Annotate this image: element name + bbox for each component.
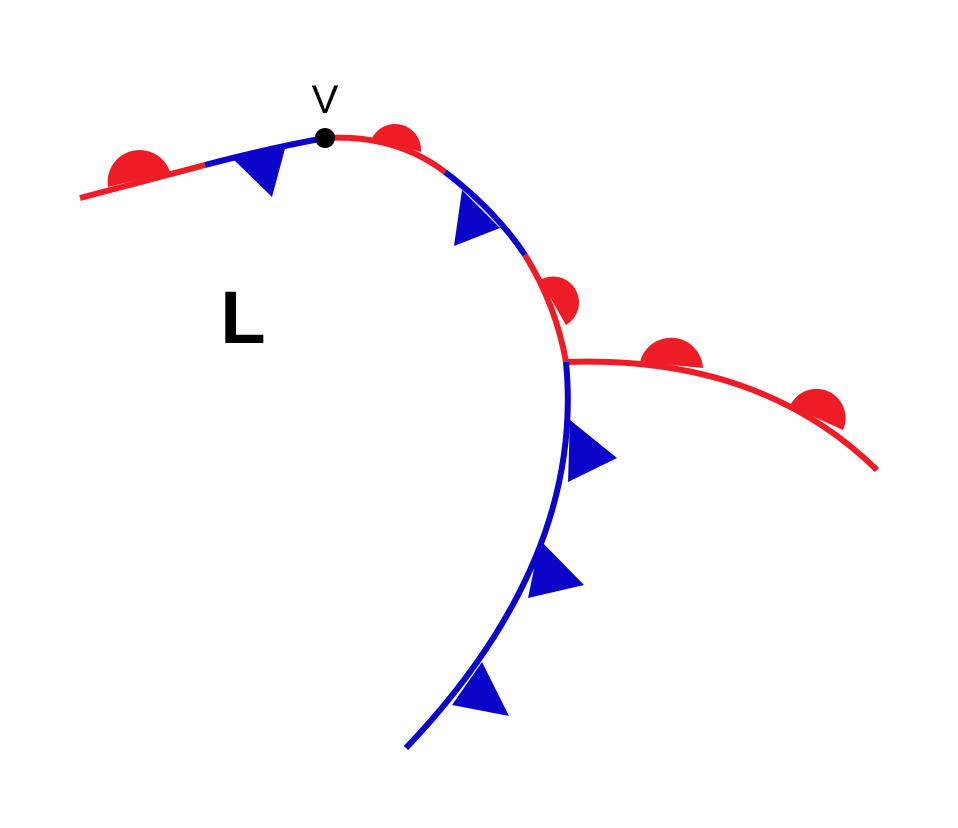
warm-front-segment (522, 253, 569, 363)
warm-front-semicircle (640, 337, 703, 368)
warm-front-semicircle (540, 276, 579, 325)
warm-front-semicircle (790, 388, 846, 430)
cold-front-segment (443, 169, 528, 257)
warm-front-semicircle (107, 150, 170, 187)
cold-front-triangle (528, 540, 584, 598)
warm-front (565, 337, 880, 473)
cold-front-triangle (452, 662, 509, 716)
cold-front (403, 361, 617, 751)
warm-front-semicircle (372, 123, 422, 152)
low-pressure-label: L (220, 276, 265, 359)
cold-front-triangle (454, 190, 500, 246)
cold-front-triangle (568, 420, 617, 482)
occluded-front (79, 123, 579, 363)
warm-front-segment (324, 134, 447, 175)
warm-front-line (565, 358, 880, 473)
cold-front-line (403, 361, 571, 751)
vertex-point (315, 128, 335, 148)
vertex-label: V (312, 78, 339, 122)
cold-front-triangle (232, 145, 286, 197)
warm-front-segment (79, 162, 206, 201)
